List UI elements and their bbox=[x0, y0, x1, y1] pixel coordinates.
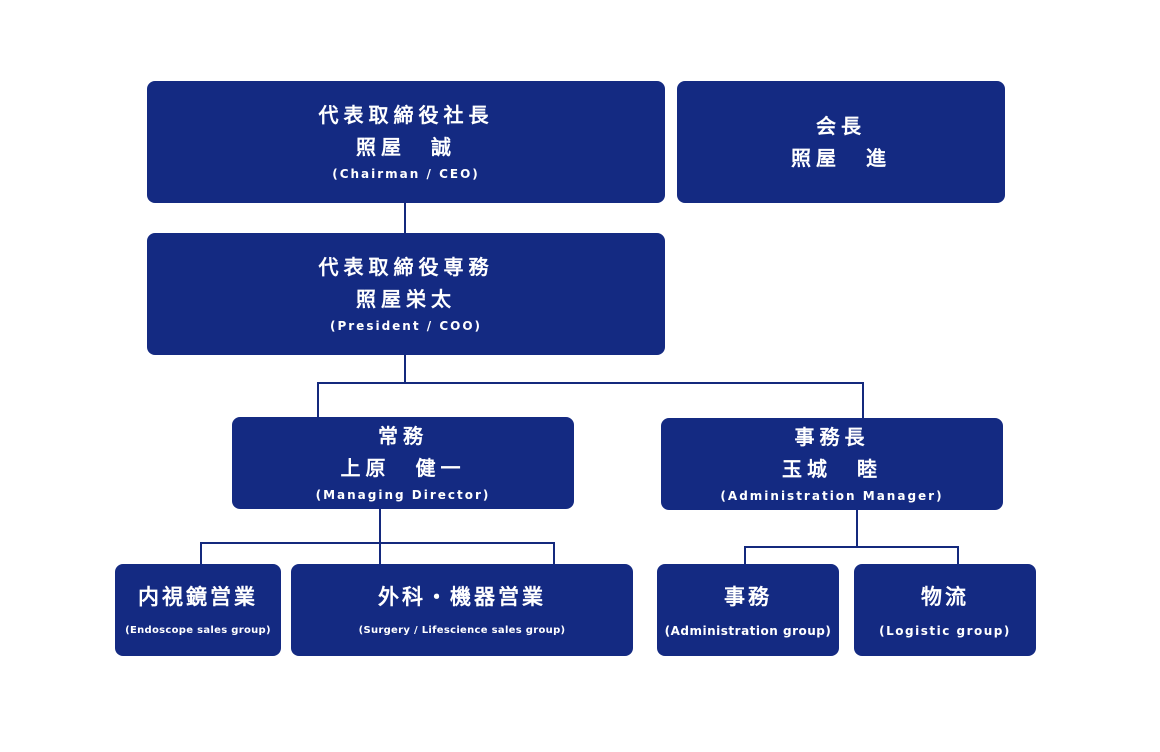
administration-box: 事務 (Administration group) bbox=[657, 564, 839, 656]
president-english: (President / COO) bbox=[329, 319, 483, 333]
admin-manager-name: 玉城 睦 bbox=[782, 457, 882, 481]
surgery-name: 外科・機器営業 bbox=[378, 585, 546, 609]
chairman-box: 会長 照屋 進 bbox=[677, 81, 1005, 203]
chairman-name: 照屋 進 bbox=[791, 146, 891, 170]
ceo-box: 代表取締役社長 照屋 誠 (Chairman / CEO) bbox=[147, 81, 665, 203]
ceo-english: (Chairman / CEO) bbox=[332, 167, 480, 181]
admin-manager-role: 事務長 bbox=[794, 425, 870, 449]
managing-director-box: 常務 上原 健一 (Managing Director) bbox=[232, 417, 574, 509]
president-name: 照屋栄太 bbox=[356, 287, 456, 311]
admin-manager-box: 事務長 玉城 睦 (Administration Manager) bbox=[661, 418, 1003, 510]
president-box: 代表取締役専務 照屋栄太 (President / COO) bbox=[147, 233, 665, 355]
president-role: 代表取締役専務 bbox=[318, 255, 494, 279]
logistics-box: 物流 (Logistic group) bbox=[854, 564, 1036, 656]
logistics-name: 物流 bbox=[921, 585, 969, 609]
managing-director-english: (Managing Director) bbox=[315, 488, 491, 502]
endoscope-box: 内視鏡営業 (Endoscope sales group) bbox=[115, 564, 281, 656]
managing-director-name: 上原 健一 bbox=[340, 456, 466, 480]
admin-manager-english: (Administration Manager) bbox=[720, 489, 944, 503]
chairman-role: 会長 bbox=[816, 114, 866, 138]
endoscope-english: (Endoscope sales group) bbox=[125, 625, 271, 636]
administration-name: 事務 bbox=[724, 585, 772, 609]
managing-director-role: 常務 bbox=[378, 424, 428, 448]
administration-english: (Administration group) bbox=[664, 624, 832, 638]
endoscope-name: 内視鏡営業 bbox=[138, 585, 258, 609]
surgery-english: (Surgery / Lifescience sales group) bbox=[358, 625, 566, 636]
ceo-role: 代表取締役社長 bbox=[318, 103, 494, 127]
ceo-name: 照屋 誠 bbox=[356, 135, 456, 159]
surgery-box: 外科・機器営業 (Surgery / Lifescience sales gro… bbox=[291, 564, 633, 656]
logistics-english: (Logistic group) bbox=[879, 624, 1011, 638]
